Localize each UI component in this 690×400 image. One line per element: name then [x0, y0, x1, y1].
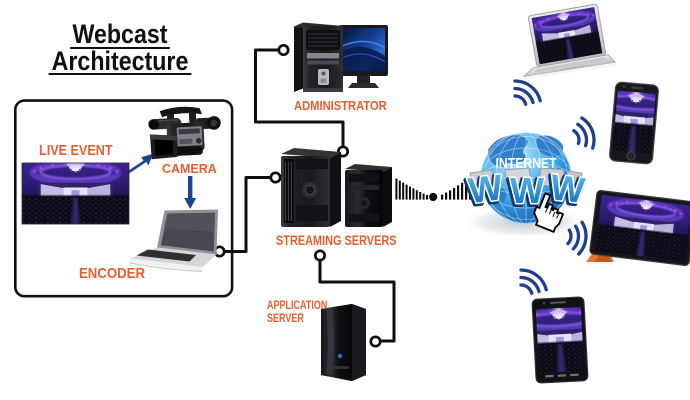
camera-label: CAMERA: [162, 161, 217, 176]
live-event-label: LIVE EVENT: [39, 142, 113, 159]
hand-cursor-icon: [533, 192, 565, 233]
connection-wires: [221, 48, 396, 343]
arrow-camera-to-encoder: [184, 176, 197, 209]
internet-globe: INTERNET W W W W W W W W W: [462, 132, 588, 238]
administrator-label: ADMINISTRATOR: [294, 97, 387, 113]
encoder-label: ENCODER: [79, 265, 146, 282]
camera-image: [148, 106, 221, 160]
admin-monitor: [339, 25, 388, 88]
streaming-server-small: [345, 164, 392, 227]
node-administrator: [277, 43, 290, 57]
svg-text:W: W: [466, 166, 505, 211]
signal-bars-left: [395, 178, 428, 200]
wire-admin-to-streaming: [254, 48, 345, 148]
diagram-title: Webcast Architecture: [17, 21, 223, 75]
admin-tower: [293, 22, 343, 92]
wire-encoder-to-streaming: [221, 176, 272, 253]
viewer-laptop-image: [522, 3, 617, 80]
wifi-wave-phone: [572, 116, 596, 150]
arrow-live-event-to-camera: [126, 153, 154, 174]
administrator-pc-image: [293, 22, 388, 92]
node-application: [369, 335, 382, 348]
encoder-laptop-image: [129, 209, 218, 272]
application-server-label: APPLICATION SERVER: [267, 298, 328, 325]
svg-text:W: W: [510, 170, 544, 211]
flow-arrows: [126, 153, 197, 209]
www-blocks: [469, 167, 583, 191]
wifi-wave-laptop: [513, 79, 542, 106]
www-letters: W W W W W W W W W: [462, 165, 588, 216]
svg-text:W: W: [465, 168, 504, 213]
signal-dot: [429, 192, 438, 202]
node-streaming-bottom: [313, 249, 327, 262]
signal-bars-right: [441, 178, 472, 200]
viewer-phone-image: [609, 81, 659, 165]
wifi-waves: [513, 79, 596, 295]
svg-text:W: W: [548, 166, 587, 211]
wire-streaming-to-application: [318, 257, 396, 343]
streaming-server-big: [281, 148, 341, 227]
svg-text:W: W: [548, 166, 587, 211]
wifi-wave-smartphone: [519, 268, 548, 295]
live-event-photo: [21, 162, 130, 225]
streaming-servers-label: STREAMING SERVERS: [276, 232, 397, 248]
viewer-tablet-image: [586, 190, 690, 266]
application-server-image: [321, 304, 366, 381]
streaming-servers-image: [281, 148, 392, 227]
title-line1: Webcast: [69, 21, 171, 49]
title-line2: Architecture: [49, 47, 191, 75]
connection-nodes: [213, 43, 382, 348]
svg-text:W: W: [466, 166, 505, 211]
viewer-smartphone-image: [531, 296, 589, 384]
node-streaming-left: [269, 171, 282, 184]
internet-label: INTERNET: [496, 156, 557, 172]
wifi-wave-tablet: [566, 220, 588, 256]
signal-bars-icon: [395, 178, 472, 202]
svg-text:W: W: [510, 170, 544, 211]
